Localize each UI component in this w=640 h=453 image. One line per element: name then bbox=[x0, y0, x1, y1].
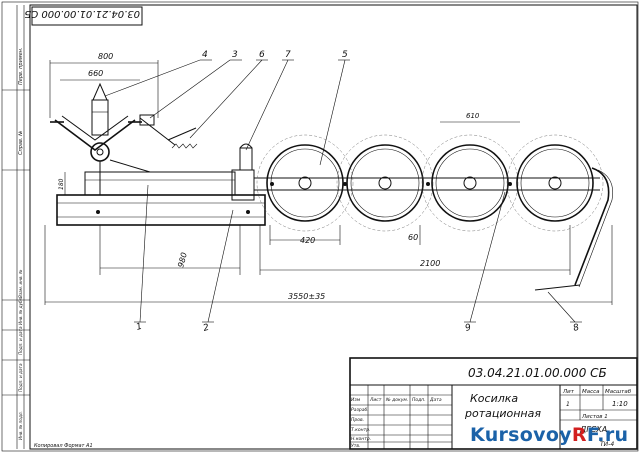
dim-3550: 3550±35 bbox=[288, 292, 325, 301]
stamp-scale-value: 1:10 bbox=[612, 400, 628, 408]
callout-8: 8 bbox=[572, 323, 580, 334]
dim-800: 800 bbox=[98, 52, 113, 61]
hdr-list: Лист bbox=[369, 397, 382, 403]
margin-sprav: Справ. № bbox=[18, 131, 24, 155]
hdr-scale: Масштаб bbox=[605, 389, 632, 395]
watermark-part2: R bbox=[571, 424, 587, 446]
callout-9: 9 bbox=[464, 323, 472, 334]
callout-5: 5 bbox=[342, 50, 348, 60]
dim-60: 60 bbox=[408, 233, 418, 242]
callout-3: 3 bbox=[232, 50, 238, 60]
dim-660: 660 bbox=[88, 69, 103, 78]
cutting-discs bbox=[256, 134, 604, 232]
callout-1: 1 bbox=[135, 322, 143, 333]
dim-180: 180 bbox=[58, 178, 65, 190]
hdr-izm: Изм bbox=[351, 397, 361, 403]
hdr-date: Дата bbox=[429, 397, 442, 403]
dim-2100: 2100 bbox=[420, 259, 440, 268]
margin-inv-podl: Инв. № подл. bbox=[18, 411, 23, 440]
dim-610: 610 bbox=[466, 112, 480, 120]
role-5: Утв. bbox=[351, 443, 360, 449]
dimensions: 800 660 180 980 420 60 2100 3550±35 610 bbox=[44, 52, 613, 305]
title-block: 03.04.21.01.00.000 СБ Косилка ротационна… bbox=[349, 357, 638, 450]
stamp-group: ТИ-4 bbox=[600, 441, 614, 448]
stamp-sheet: 1 bbox=[566, 401, 570, 408]
inner-frame bbox=[29, 4, 638, 450]
dim-980: 980 bbox=[176, 251, 189, 268]
role-1: Пров. bbox=[351, 417, 364, 423]
swath-board bbox=[534, 167, 613, 291]
margin-inv-dubl: Инв. № дубл. bbox=[18, 296, 23, 325]
callout-7: 7 bbox=[285, 50, 291, 60]
hdr-mass: Масса bbox=[582, 389, 600, 395]
dim-420: 420 bbox=[300, 236, 315, 245]
stamp-org: ДГСХА bbox=[579, 425, 607, 434]
stamp-drawing-code: 03.04.21.01.00.000 СБ bbox=[468, 366, 607, 380]
margin-podp-data-2: Подп. и дата bbox=[18, 363, 23, 392]
margin-podp-data-1: Подп. и дата bbox=[18, 326, 23, 355]
left-margin-strip: Перв. примен. Справ. № Подп. и дата Инв.… bbox=[2, 5, 93, 449]
mower-frame bbox=[56, 143, 600, 226]
disc-3 bbox=[421, 134, 519, 232]
hitch-assembly bbox=[50, 82, 198, 195]
callout-6: 6 bbox=[259, 50, 265, 60]
top-drawing-code: 03.04.21.01.00.000 СБ bbox=[24, 8, 140, 19]
margin-perv-primen: Перв. примен. bbox=[18, 47, 24, 85]
watermark-part1: Kursovoy bbox=[470, 424, 572, 446]
role-2: Т.контр. bbox=[351, 427, 371, 433]
callout-4: 4 bbox=[202, 50, 208, 60]
stamp-title-line1: Косилка bbox=[470, 392, 518, 405]
top-code-box: 03.04.21.01.00.000 СБ bbox=[24, 6, 143, 26]
hdr-sign: Подп. bbox=[412, 397, 426, 403]
callouts: 1 2 3 4 5 6 7 8 9 bbox=[104, 50, 582, 334]
watermark: KursovoyRF.ru bbox=[470, 424, 638, 450]
stamp-sheets: Листов 1 bbox=[581, 414, 608, 420]
disc-2 bbox=[336, 134, 434, 232]
callout-2: 2 bbox=[202, 323, 210, 334]
disc-4 bbox=[506, 134, 604, 232]
hdr-lit: Лит bbox=[562, 389, 575, 395]
margin-vzam-inv: Взам. инв. № bbox=[18, 269, 23, 298]
role-0: Разраб. bbox=[351, 407, 369, 413]
watermark-part3: F.ru bbox=[586, 424, 629, 446]
hdr-doc: № докум. bbox=[385, 397, 408, 403]
role-4: Н.контр. bbox=[351, 436, 371, 442]
stamp-title-line2: ротационная bbox=[464, 407, 541, 420]
format-note: Копировал Формат А1 bbox=[34, 443, 93, 449]
